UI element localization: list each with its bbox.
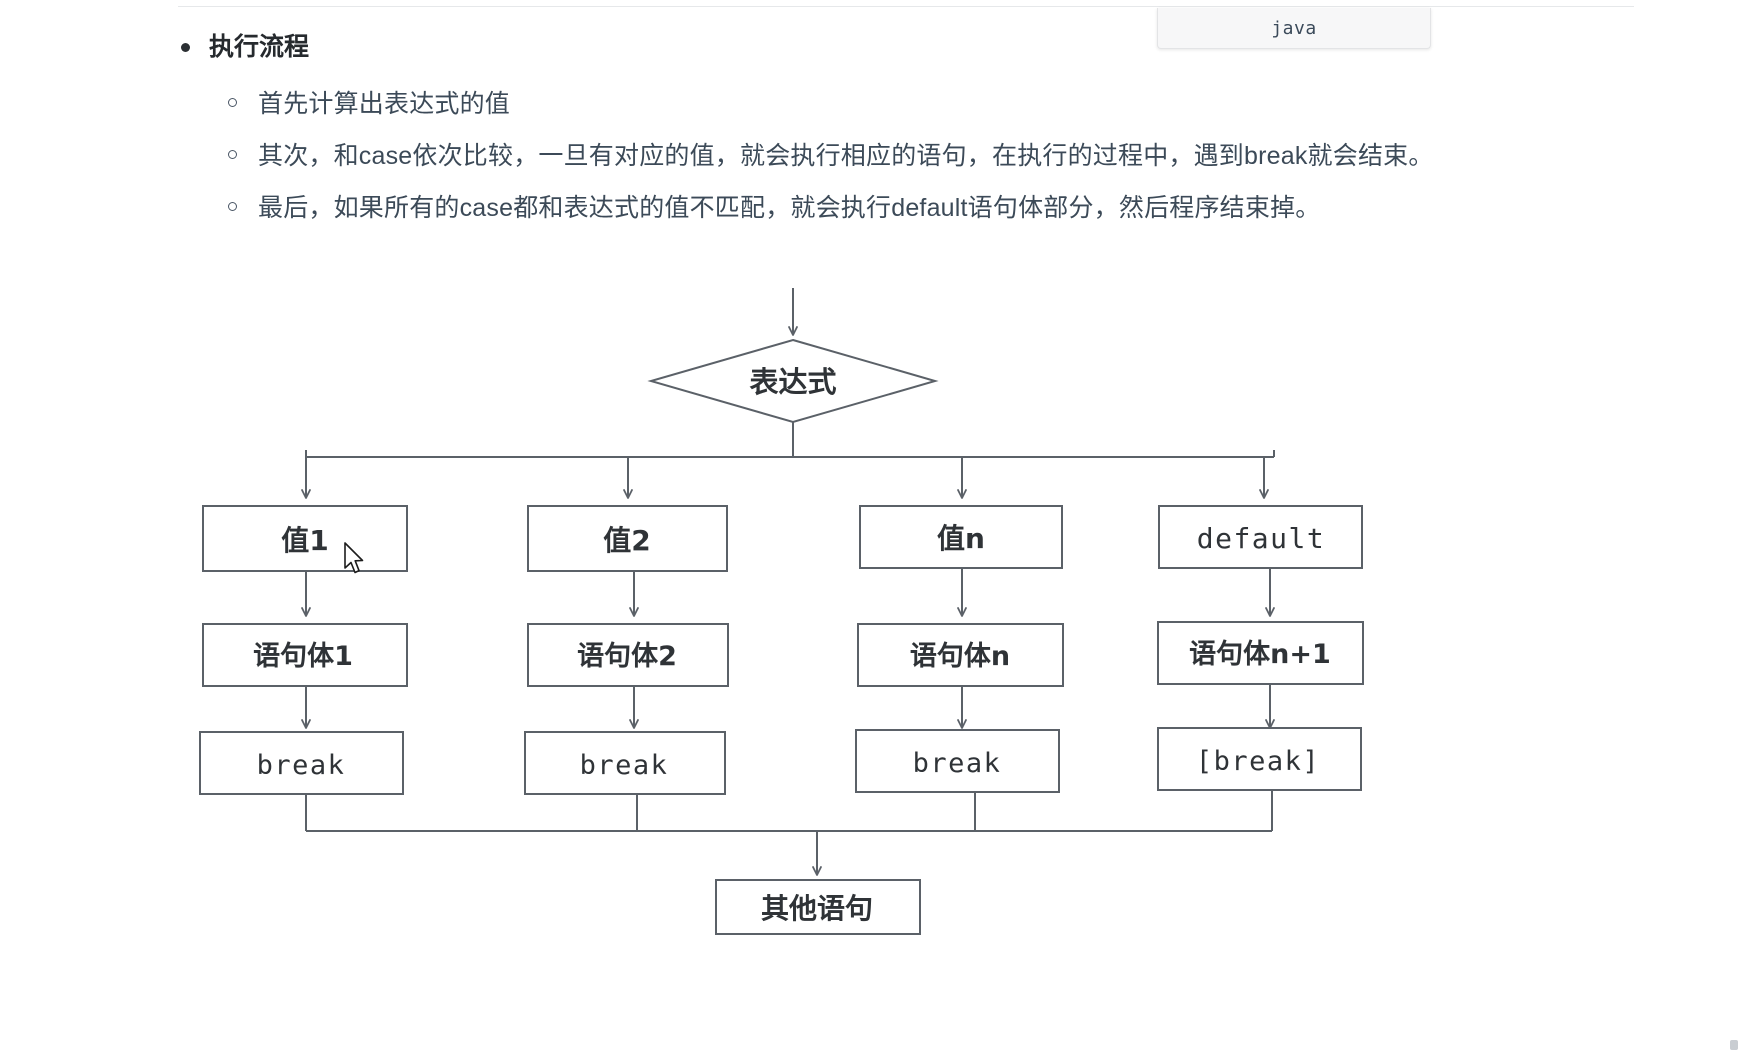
body-label-1: 语句体1 [253, 641, 353, 672]
body-label-2: 语句体2 [577, 641, 677, 672]
code-language-tab-java[interactable]: java [1157, 8, 1431, 49]
code-language-tab-label: java [1271, 17, 1317, 39]
break-box-1 [199, 731, 404, 795]
value-label-3: 值n [937, 522, 985, 555]
switch-flowchart: 表达式 值1 值2 值n default 语句体1 语句体2 语句体n 语句体n… [0, 280, 1741, 940]
break-label-1: break [257, 750, 346, 781]
value-box-4 [1158, 505, 1363, 569]
value-label-1: 值1 [281, 524, 328, 557]
bullet-circle-icon [228, 202, 237, 211]
body-label-3: 语句体n [910, 641, 1010, 672]
outline-step-3: 最后，如果所有的case都和表达式的值不匹配，就会执行default语句体部分，… [222, 184, 1443, 232]
bullet-circle-icon [228, 98, 237, 107]
body-box-2 [527, 623, 729, 687]
break-label-2: break [580, 750, 669, 781]
outline-step-1: 首先计算出表达式的值 [222, 80, 1422, 128]
bullet-circle-icon [228, 150, 237, 159]
end-label: 其他语句 [761, 892, 873, 925]
value-box-2 [527, 505, 728, 572]
flowchart-canvas: 表达式 值1 值2 值n default 语句体1 语句体2 语句体n 语句体n… [199, 288, 1364, 935]
body-box-1 [202, 623, 408, 687]
outline-heading-item: 执行流程 [175, 28, 1575, 66]
break-box-4 [1157, 727, 1362, 791]
outline-level1: 执行流程 [175, 28, 1575, 66]
outline-step-3-label: 最后，如果所有的case都和表达式的值不匹配，就会执行default语句体部分，… [258, 194, 1321, 222]
outline-step-1-label: 首先计算出表达式的值 [258, 90, 511, 118]
outline-level2: 首先计算出表达式的值 其次，和case依次比较，一旦有对应的值，就会执行相应的语… [222, 80, 1433, 236]
break-box-2 [524, 731, 726, 795]
value-label-2: 值2 [603, 524, 650, 557]
outline-step-2: 其次，和case依次比较，一旦有对应的值，就会执行相应的语句，在执行的过程中，遇… [222, 132, 1443, 180]
decision-label: 表达式 [749, 365, 836, 399]
bullet-disc-icon [181, 43, 190, 52]
panel-top-divider [178, 6, 1634, 7]
body-box-3 [857, 623, 1064, 687]
end-box [715, 879, 921, 935]
break-label-3: break [913, 748, 1002, 779]
scrollbar-nub[interactable] [1730, 1040, 1738, 1050]
outline-heading-label: 执行流程 [209, 33, 310, 61]
break-box-3 [855, 729, 1060, 793]
body-label-4: 语句体n+1 [1189, 639, 1331, 670]
value-label-4: default [1197, 522, 1326, 555]
outline-step-2-label: 其次，和case依次比较，一旦有对应的值，就会执行相应的语句，在执行的过程中，遇… [258, 142, 1434, 170]
break-label-4: [break] [1196, 746, 1320, 777]
body-box-4 [1157, 621, 1364, 685]
